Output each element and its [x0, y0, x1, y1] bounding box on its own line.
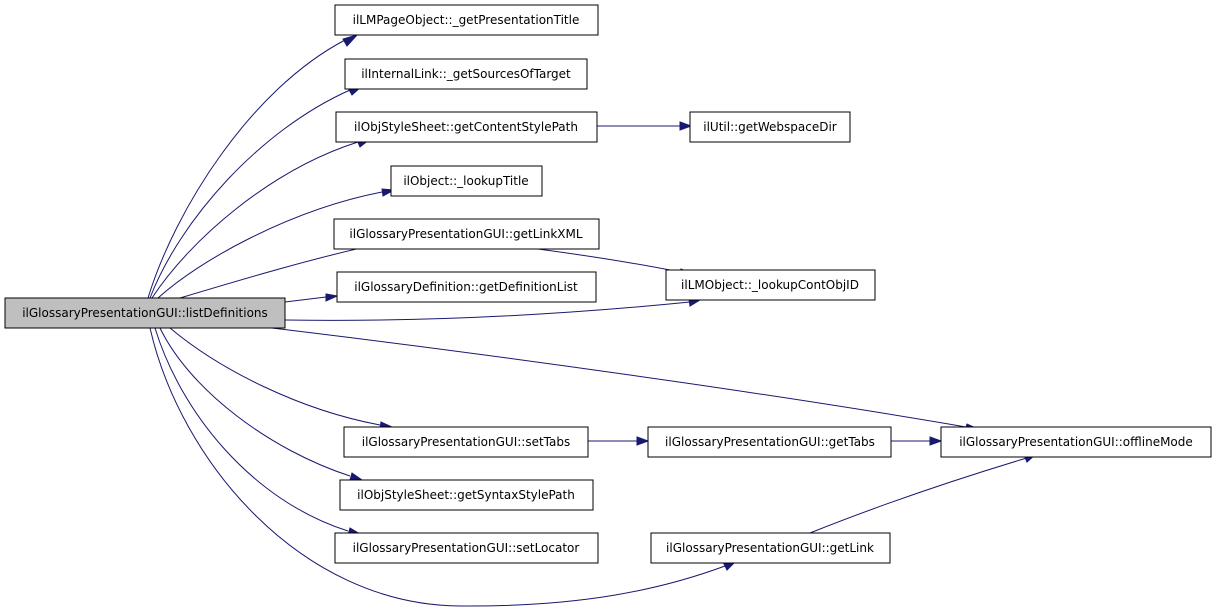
- edge-root-to-get-link: [149, 327, 726, 607]
- node-get-link-xml[interactable]: ilGlossaryPresentationGUI::getLinkXML: [333, 218, 600, 250]
- node-definition-list[interactable]: ilGlossaryDefinition::getDefinitionList: [336, 271, 597, 303]
- node-label: ilObjStyleSheet::getContentStylePath: [354, 120, 578, 134]
- node-label: ilObjStyleSheet::getSyntaxStylePath: [357, 488, 575, 502]
- edges: [147, 39, 1031, 607]
- edge-root-to-object-lookup-title: [157, 191, 383, 299]
- node-lmpage-title[interactable]: ilLMPageObject::_getPresentationTitle: [334, 4, 599, 36]
- node-label: ilUtil::getWebspaceDir: [703, 120, 837, 134]
- node-label: ilGlossaryPresentationGUI::getLink: [666, 541, 874, 555]
- edge-root-to-stylesheet-syntax: [159, 327, 351, 477]
- edge-get-link-to-offline-mode: [809, 456, 1031, 534]
- edge-root-to-set-locator: [154, 327, 349, 532]
- node-label: ilGlossaryPresentationGUI::setLocator: [353, 541, 580, 555]
- edge-root-to-definition-list: [284, 296, 327, 303]
- node-object-lookup-title[interactable]: ilObject::_lookupTitle: [390, 165, 543, 197]
- node-label: ilObject::_lookupTitle: [403, 174, 528, 188]
- node-get-tabs[interactable]: ilGlossaryPresentationGUI::getTabs: [647, 426, 892, 458]
- edge-root-to-stylesheet-content: [151, 141, 359, 299]
- node-label: ilGlossaryPresentationGUI::setTabs: [362, 435, 571, 449]
- arrowhead-stylesheet-syntax: [349, 472, 364, 481]
- arrowhead-util-webspace: [679, 121, 693, 131]
- edge-root-to-internallink-sources: [149, 89, 351, 299]
- arrowhead-get-tabs: [636, 436, 650, 446]
- node-label: ilInternalLink::_getSourcesOfTarget: [361, 67, 571, 81]
- node-util-webspace[interactable]: ilUtil::getWebspaceDir: [689, 111, 851, 143]
- edge-root-to-lookup-cont-obj: [284, 301, 691, 321]
- node-stylesheet-content[interactable]: ilObjStyleSheet::getContentStylePath: [335, 111, 598, 143]
- edge-root-to-lmpage-title: [147, 39, 346, 299]
- edge-get-link-xml-to-lookup-cont-obj: [514, 245, 681, 273]
- node-label: ilLMObject::_lookupContObjID: [681, 278, 859, 292]
- arrowhead-definition-list: [325, 293, 339, 302]
- arrowhead-offline-mode-from-get-tabs: [929, 436, 943, 446]
- node-get-link[interactable]: ilGlossaryPresentationGUI::getLink: [650, 532, 891, 564]
- node-set-tabs[interactable]: ilGlossaryPresentationGUI::setTabs: [343, 426, 589, 458]
- node-label: ilLMPageObject::_getPresentationTitle: [353, 13, 580, 27]
- node-lookup-cont-obj[interactable]: ilLMObject::_lookupContObjID: [665, 269, 876, 301]
- edge-root-to-offline-mode: [254, 325, 967, 428]
- node-label: ilGlossaryDefinition::getDefinitionList: [354, 280, 578, 294]
- node-label: ilGlossaryPresentationGUI::getLinkXML: [349, 227, 582, 241]
- nodes: ilGlossaryPresentationGUI::listDefinitio…: [4, 4, 1212, 564]
- node-label: ilGlossaryPresentationGUI::listDefinitio…: [22, 306, 268, 320]
- node-stylesheet-syntax[interactable]: ilObjStyleSheet::getSyntaxStylePath: [339, 479, 594, 511]
- arrowhead-lmpage-title: [342, 34, 359, 47]
- node-label: ilGlossaryPresentationGUI::getTabs: [665, 435, 875, 449]
- node-root[interactable]: ilGlossaryPresentationGUI::listDefinitio…: [4, 297, 286, 329]
- node-set-locator[interactable]: ilGlossaryPresentationGUI::setLocator: [334, 532, 599, 564]
- edge-root-to-set-tabs: [169, 327, 381, 426]
- node-internallink-sources[interactable]: ilInternalLink::_getSourcesOfTarget: [344, 58, 588, 90]
- node-offline-mode[interactable]: ilGlossaryPresentationGUI::offlineMode: [940, 426, 1212, 458]
- node-label: ilGlossaryPresentationGUI::offlineMode: [959, 435, 1193, 449]
